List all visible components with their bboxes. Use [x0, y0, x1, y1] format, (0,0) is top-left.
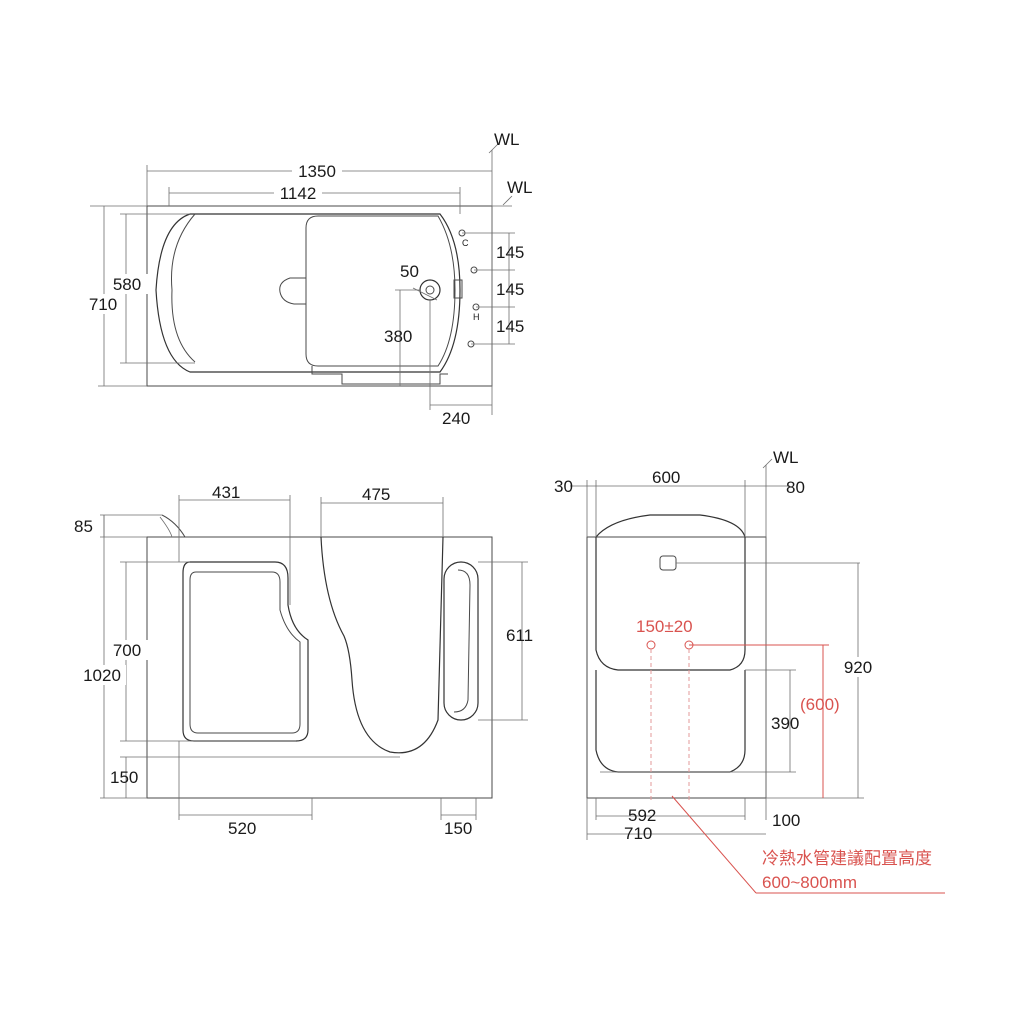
- dim-611: 611: [506, 626, 533, 645]
- top-view-overflow: [453, 279, 463, 299]
- top-view-seat-platform: [305, 215, 456, 367]
- dim-380: 380: [384, 327, 412, 346]
- note-pipe-height-title: 冷熱水管建議配置高度: [762, 849, 932, 868]
- side-view-drain: [659, 555, 677, 571]
- dim-145-c: 145: [496, 317, 524, 336]
- side-view-wl-tick: [762, 458, 773, 469]
- dim-150-20: 150±20: [636, 617, 693, 636]
- pipe-cold-marker: [646, 640, 656, 650]
- top-view-drain-outer: [419, 279, 441, 301]
- dim-145-a: 145: [496, 243, 524, 262]
- dim-mask-700: [108, 640, 148, 660]
- dim-50: 50: [400, 262, 419, 281]
- dim-145-b: 145: [496, 280, 524, 299]
- front-view-seat-profile: [320, 536, 444, 754]
- top-view-basin: [155, 213, 461, 373]
- top-view-door-frame: [311, 366, 448, 385]
- dim-700: 700: [113, 641, 141, 660]
- side-view-wl-label: WL: [773, 448, 799, 467]
- top-view-drain-inner: [425, 285, 435, 295]
- top-view-handle: [279, 277, 306, 305]
- side-view: WL 30 600 80 920 390 (600): [554, 448, 945, 894]
- front-view-door-panel: [182, 561, 309, 742]
- front-view-door-inner: [189, 571, 301, 734]
- dim-431: 431: [212, 483, 240, 502]
- dim-600-paren: (600): [800, 695, 840, 714]
- dim-mask-920: [838, 657, 878, 677]
- dim-80: 80: [786, 478, 805, 497]
- front-view-handle-inner: [453, 569, 471, 713]
- wl-label-second: WL: [507, 178, 533, 197]
- dim-mask-710: [84, 294, 122, 314]
- wl-tick-top: [488, 143, 499, 154]
- dim-390: 390: [771, 714, 799, 733]
- front-view-outer: [146, 536, 493, 799]
- top-view-seat-curve: [171, 213, 196, 363]
- dim-600: 600: [652, 468, 680, 487]
- note-pipe-height-range: 600~800mm: [762, 873, 857, 892]
- label-valve-h: H: [473, 312, 480, 322]
- dim-150-bottom: 150: [444, 819, 472, 838]
- dim-580: 580: [113, 275, 141, 294]
- dim-mask-580: [108, 274, 148, 294]
- dim-side-710: 710: [624, 824, 652, 843]
- dim-920: 920: [844, 658, 872, 677]
- dim-592: 592: [628, 806, 656, 825]
- dim-mask-1350: [292, 160, 342, 180]
- dim-1020: 1020: [83, 666, 121, 685]
- dim-30: 30: [554, 477, 573, 496]
- dim-520: 520: [228, 819, 256, 838]
- dim-710: 710: [89, 295, 117, 314]
- dim-150-left: 150: [110, 768, 138, 787]
- side-view-backrest: [595, 537, 746, 671]
- dim-1350: 1350: [298, 162, 336, 181]
- front-view-handle-slot: [443, 561, 479, 721]
- front-view-rim-curve-inner: [159, 516, 173, 538]
- side-view-seat-panel: [595, 670, 746, 773]
- dim-100: 100: [772, 811, 800, 830]
- dim-1142: 1142: [280, 184, 317, 203]
- top-view-outer-rim: [146, 205, 493, 387]
- dim-240: 240: [442, 409, 470, 428]
- dim-85: 85: [74, 517, 93, 536]
- wl-label-top: WL: [494, 130, 520, 149]
- front-view: 85 431 475 611 700 1020 150: [74, 483, 533, 838]
- top-view: C H 1350 1142 WL WL 580 710 50 380: [84, 130, 533, 428]
- side-view-outer: [586, 536, 767, 799]
- label-valve-c: C: [462, 238, 469, 248]
- side-view-top-curve: [595, 514, 746, 538]
- dim-mask-1020: [78, 665, 126, 685]
- dim-475: 475: [362, 485, 390, 504]
- note-leader: [671, 795, 757, 894]
- wl-tick-second: [502, 195, 513, 206]
- front-view-rim-curve: [161, 514, 186, 538]
- dim-mask-1142: [274, 183, 322, 203]
